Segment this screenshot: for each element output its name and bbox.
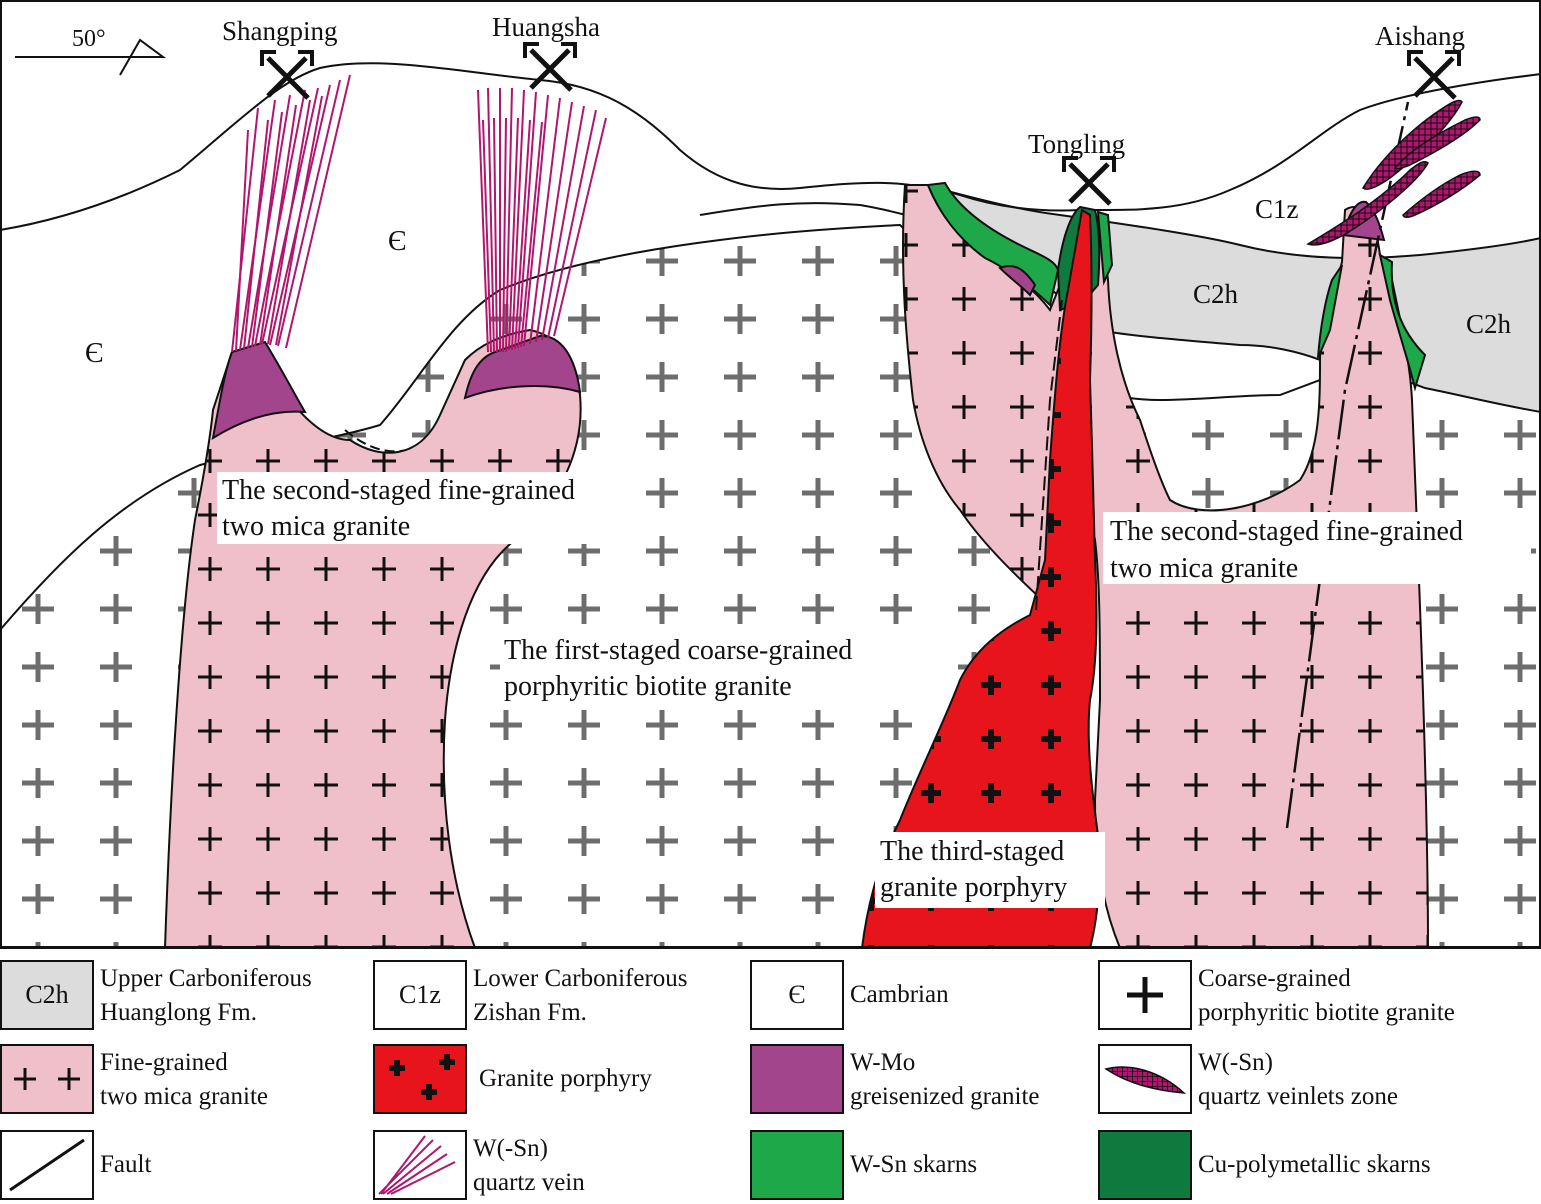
legend-label-greisen: W-Mo greisenized granite (850, 1049, 1040, 1110)
c2h-symbol: C2h (1466, 309, 1512, 339)
legend-item-porphyry: Granite porphyry (373, 1044, 743, 1116)
legend-label-porphyry: Granite porphyry (479, 1065, 652, 1092)
fault-line-icon (9, 1138, 85, 1192)
label-bg (875, 832, 1105, 908)
quartz-vein-fan-shangping (231, 74, 351, 353)
label-bg (500, 632, 928, 704)
third-staged-label-line2: granite porphyry (880, 872, 1067, 903)
legend-label-c1z: Lower Carboniferous Zishan Fm. (473, 965, 688, 1026)
legend-swatch-fault (0, 1130, 94, 1200)
orientation-angle-label: 50° (72, 26, 106, 52)
legend: C2h Upper Carboniferous Huanglong Fm. C1… (0, 958, 1541, 1204)
legend-label-veinlets: W(-Sn) quartz veinlets zone (1198, 1049, 1398, 1110)
legend-swatch-fine-granite (0, 1044, 94, 1114)
legend-swatch-greisen (750, 1044, 844, 1114)
plus-icon (1127, 977, 1163, 1013)
label-bg (1103, 512, 1531, 584)
c1z-symbol: C1z (1255, 194, 1299, 224)
crossed-hammers-icon (523, 42, 577, 92)
legend-item-cu-skarn: Cu-polymetallic skarns (1098, 1130, 1538, 1202)
orientation-arrow (15, 38, 167, 76)
legend-label-cambrian: Cambrian (850, 981, 949, 1008)
crossed-hammers-icon (1062, 156, 1116, 206)
legend-item-greisen: W-Mo greisenized granite (750, 1044, 1090, 1116)
legend-swatch-coarse-granite (1098, 960, 1192, 1030)
mine-label-aishang: Aishang (1375, 21, 1465, 51)
plus-pair-icon (14, 1068, 80, 1090)
legend-swatch-veinlets (1098, 1044, 1192, 1114)
second-staged-left-label-line1: The second-staged fine-grained (222, 475, 575, 506)
quartz-vein-fan-huangsha (477, 87, 607, 353)
legend-label-coarse-granite: Coarse-grained porphyritic biotite grani… (1198, 965, 1455, 1026)
veinlet-lens-icon (1104, 1066, 1187, 1094)
legend-swatch-vein (373, 1130, 467, 1200)
legend-item-veinlets: W(-Sn) quartz veinlets zone (1098, 1044, 1538, 1116)
legend-swatch-label: Є (788, 980, 806, 1009)
cambrian-symbol: Є (85, 338, 103, 369)
greisen-cap-huangsha (463, 334, 582, 400)
crossed-hammers-icon (260, 50, 314, 100)
porphyry-internal-contact (1035, 299, 1063, 611)
second-staged-right-label-line1: The second-staged fine-grained (1110, 516, 1463, 547)
legend-swatch-c2h: C2h (0, 960, 94, 1030)
legend-item-fault: Fault (0, 1130, 370, 1202)
geological-cross-section: 50° Shangping Huangsha Tongling Aishang … (0, 0, 1541, 949)
legend-item-wsn-skarn: W-Sn skarns (750, 1130, 1090, 1202)
legend-label-wsn-skarn: W-Sn skarns (850, 1151, 978, 1178)
plus-cluster-icon (389, 1054, 455, 1100)
second-staged-right-label-line2: two mica granite (1110, 553, 1298, 584)
third-staged-label-line1: The third-staged (880, 836, 1064, 867)
second-staged-left-label-line2: two mica granite (222, 511, 410, 542)
c2h-symbol: C2h (1193, 279, 1239, 309)
wsn-skarn-aishang-right (1378, 252, 1427, 392)
section-frame (0, 0, 1541, 948)
legend-item-vein: W(-Sn) quartz vein (373, 1130, 743, 1202)
first-staged-label-line1: The first-staged coarse-grained (504, 635, 852, 666)
legend-item-c1z: C1z Lower Carboniferous Zishan Fm. (373, 960, 743, 1032)
legend-swatch-label: C2h (25, 980, 69, 1009)
legend-item-c2h: C2h Upper Carboniferous Huanglong Fm. (0, 960, 370, 1032)
greisen-cap-shangping (211, 340, 307, 441)
legend-swatch-c1z: C1z (373, 960, 467, 1030)
legend-swatch-cambrian: Є (750, 960, 844, 1030)
legend-swatch-wsn-skarn (750, 1130, 844, 1200)
legend-item-fine-granite: Fine-grained two mica granite (0, 1044, 370, 1116)
mine-label-huangsha: Huangsha (492, 12, 600, 42)
mine-label-tongling: Tongling (1028, 129, 1125, 159)
legend-label-vein: W(-Sn) quartz vein (473, 1135, 585, 1196)
wsn-skarn-tongling-right (1096, 210, 1114, 286)
legend-label-fault: Fault (100, 1151, 152, 1178)
legend-swatch-label: C1z (399, 980, 441, 1009)
greisen-tongling (998, 265, 1037, 297)
legend-label-c2h: Upper Carboniferous Huanglong Fm. (100, 965, 312, 1026)
legend-label-cu-skarn: Cu-polymetallic skarns (1198, 1151, 1431, 1178)
wsn-skarn-aishang-left (1317, 264, 1343, 359)
legend-item-coarse-granite: Coarse-grained porphyritic biotite grani… (1098, 960, 1538, 1032)
crossed-hammers-icon (1407, 50, 1461, 100)
mine-label-shangping: Shangping (222, 16, 338, 46)
quartz-veinlets-zone (1306, 99, 1481, 246)
legend-swatch-cu-skarn (1098, 1130, 1192, 1200)
legend-item-cambrian: Є Cambrian (750, 960, 1080, 1032)
cambrian-symbol: Є (388, 226, 406, 257)
legend-label-fine-granite: Fine-grained two mica granite (100, 1049, 268, 1110)
quartz-vein-icon (378, 1135, 456, 1195)
first-staged-label-line2: porphyritic biotite granite (504, 671, 792, 702)
legend-swatch-porphyry (373, 1044, 467, 1114)
label-bg (217, 472, 637, 544)
